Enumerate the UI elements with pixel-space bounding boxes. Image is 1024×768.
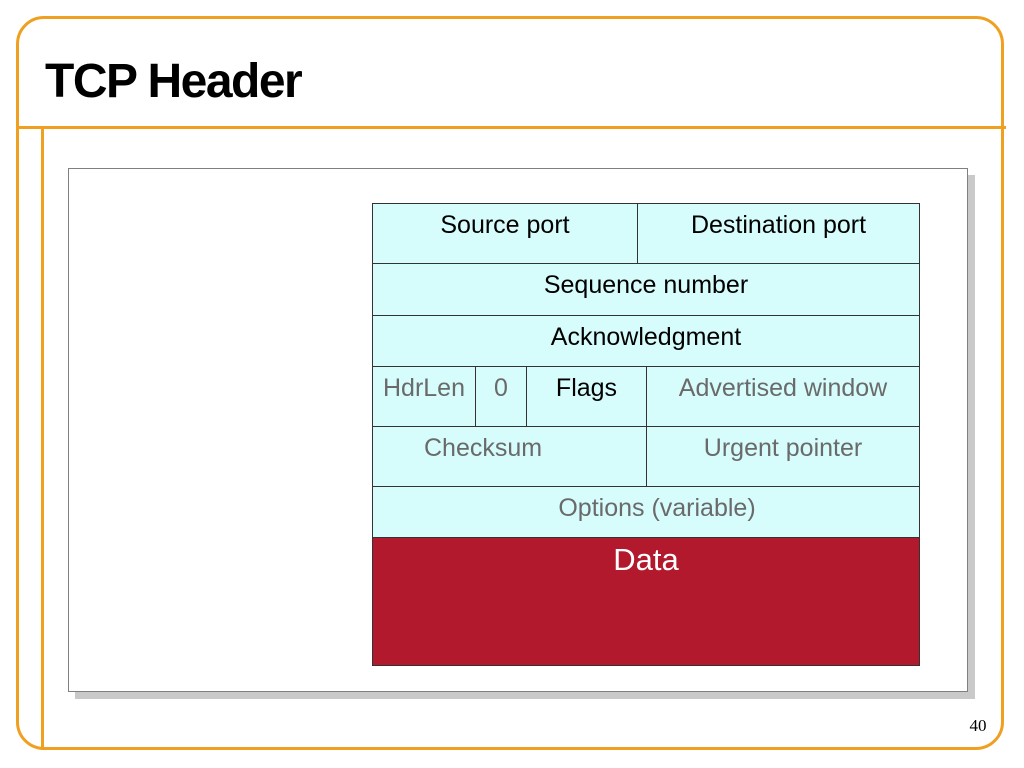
slide-title: TCP Header	[45, 55, 303, 108]
page-number: 40	[969, 716, 987, 735]
flags-field: Flags	[526, 366, 647, 427]
acknowledgment-field: Acknowledgment	[372, 315, 920, 367]
destination-port-field: Destination port	[637, 203, 920, 264]
reserved-field: 0	[475, 366, 527, 427]
hdrlen-field: HdrLen	[372, 366, 476, 427]
options-field: Options (variable)	[372, 486, 920, 538]
left-divider	[41, 126, 44, 750]
title-divider	[16, 126, 1006, 129]
checksum-field: Checksum	[372, 426, 647, 487]
urgent-pointer-field: Urgent pointer	[646, 426, 920, 487]
sequence-number-field: Sequence number	[372, 263, 920, 316]
slide-frame	[16, 16, 1004, 750]
advertised-window-field: Advertised window	[646, 366, 920, 427]
source-port-field: Source port	[372, 203, 638, 264]
data-payload: Data	[372, 537, 920, 666]
